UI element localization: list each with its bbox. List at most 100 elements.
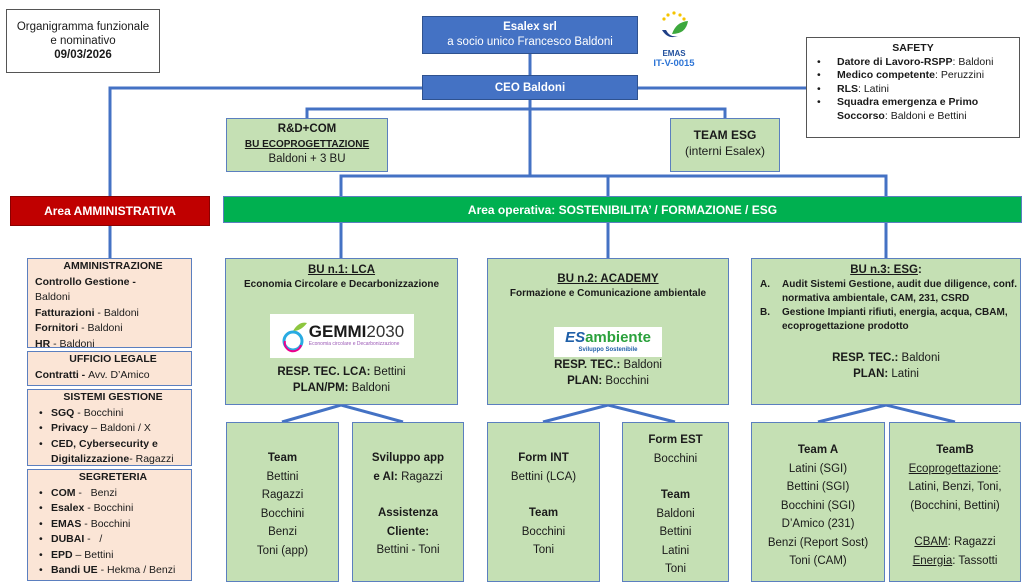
gemmi-year: 2030 [366,321,405,341]
bu3-scope-item: B.Gestione Impianti rifiuti, energia, ac… [760,307,1008,332]
bu3-title: BU n.3: ESG: [850,264,922,276]
rd-subtitle: BU ECOPROGETTAZIONE [244,139,370,150]
sistemi-gestione-box: SISTEMI GESTIONE SGQ - Bocchini Privacy … [27,389,192,466]
bu3-esg-box: BU n.3: ESG: A.Audit Sistemi Gestione, a… [751,258,1021,405]
bu1-title: BU n.1: LCA [307,264,376,276]
area-operativa-label: Area operativa: SOSTENIBILITA’ / FORMAZI… [467,203,778,217]
cbam-assignment: CBAM: Ragazzi [914,536,996,548]
gemmi2030-logo-icon: GEMMI2030 Economia circolare e Decarboni… [269,314,414,358]
esambiente-logo-icon: ESambiente Sviluppo Sostenibile [554,327,662,357]
safety-item: Squadra emergenza e Primo Soccorso: Bald… [813,96,1013,123]
sistemi-gestione-title: SISTEMI GESTIONE [63,391,163,403]
safety-item: RLS: Latini [813,83,1013,97]
team-member: Benzi (Report Sost) [767,536,869,549]
segreteria-item: EMAS - Bocchini [35,517,191,533]
team-title: Team [267,452,298,464]
admin-item: Controllo Gestione - Baldoni [35,275,136,304]
company-box: Esalex srl a socio unico Francesco Baldo… [422,16,638,54]
chart-title-line1: Organigramma funzionale [16,21,150,33]
assist-names: Bettini - Toni [376,544,440,556]
team-member: Bocchini [260,507,305,520]
segreteria-title: SEGRETERIA [78,471,148,483]
team-b-title: TeamB [936,444,974,456]
rd-com-box: R&D+COM BU ECOPROGETTAZIONE Baldoni + 3 … [226,118,388,172]
emas-badge: EMAS IT-V-0015 [644,10,704,69]
legale-item: Contratti - Avv. D’Amico [35,368,150,381]
team-member: Toni [532,544,555,556]
safety-item: Medico competente: Peruzzini [813,69,1013,83]
bu2-plan: PLAN: Bocchini [567,375,649,387]
team-esg-box: TEAM ESG (interni Esalex) [670,118,780,172]
team-member: Bettini [659,526,692,538]
bu2-form-int-box: Form INT Bettini (LCA) Team Bocchini Ton… [487,422,600,582]
admin-item: HR - Baldoni [35,337,95,350]
bu3-scope-item: A.Audit Sistemi Gestione, audit due dili… [760,279,1018,304]
sistemi-item: CED, Cybersecurity e Digitalizzazione- R… [35,437,191,468]
team-member: Bettini [266,470,299,483]
team-a-title: Team A [797,444,839,456]
esambiente-brand: ambiente [585,329,651,346]
form-int-lead: Bettini (LCA) [510,470,577,483]
area-amministrativa-bar: Area AMMINISTRATIVA [10,196,210,226]
company-name: Esalex srl [503,21,557,33]
safety-list: Datore di Lavoro-RSPP: Baldoni Medico co… [813,56,1013,124]
team-esg-subtitle: (interni Esalex) [684,144,766,158]
bu1-team-box: Team Bettini Ragazzi Bocchini Benzi Toni… [226,422,339,582]
team-member: Toni [664,563,687,575]
bu1-subtitle: Economia Circolare e Decarbonizzazione [243,279,440,290]
chart-date: 09/03/2026 [54,49,112,61]
rd-members: Baldoni + 3 BU [268,153,346,165]
bu1-dev-box: Sviluppo app e AI: Ragazzi Assistenza Cl… [352,422,464,582]
safety-item: Datore di Lavoro-RSPP: Baldoni [813,56,1013,70]
eco-label: Ecoprogettazione: [908,462,1002,475]
safety-box: SAFETY Datore di Lavoro-RSPP: Baldoni Me… [806,37,1020,138]
sistemi-item: SGQ - Bocchini [35,406,191,422]
team-member: Baldoni [656,507,695,520]
segreteria-list: COM - Benzi Esalex - Bocchini EMAS - Boc… [35,486,191,579]
admin-item: Fatturazioni - Baldoni [35,306,139,319]
sistemi-list: SGQ - Bocchini Privacy – Baldoni / X CED… [35,406,191,468]
energia-assignment: Energia: Tassotti [912,554,998,567]
team-member: D’Amico (231) [781,518,855,530]
amministrazione-box: AMMINISTRAZIONE Controllo Gestione - Bal… [27,258,192,350]
bu2-subtitle: Formazione e Comunicazione ambientale [509,288,707,299]
chart-title-box: Organigramma funzionale e nominativo 09/… [6,9,160,73]
team-member: Ragazzi [261,489,304,501]
assist-label-2: Cliente: [386,525,430,538]
sistemi-item: Privacy – Baldoni / X [35,421,191,437]
team-member: Latini [661,544,690,557]
esambiente-tagline: Sviluppo Sostenibile [578,347,638,353]
team-member: Benzi [268,526,297,538]
connector-bu2-teams [542,403,676,424]
form-est-title: Form EST [648,434,703,446]
emas-code: IT-V-0015 [653,58,695,69]
bu3-resp: RESP. TEC.: Baldoni [832,352,940,364]
form-est-lead: Bocchini [653,452,698,465]
amministrazione-title: AMMINISTRAZIONE [63,260,163,272]
eco-members: Latini, Benzi, Toni, [908,481,1002,493]
team-member: Bocchini [521,525,566,538]
area-operativa-bar: Area operativa: SOSTENIBILITA’ / FORMAZI… [223,196,1022,223]
team-member: Toni (CAM) [789,555,847,567]
segreteria-item: DUBAI - / [35,532,191,548]
connector-bu1-teams [281,403,404,424]
bu1-plan: PLAN/PM: Baldoni [292,382,391,394]
ufficio-legale-title: UFFICIO LEGALE [69,353,157,365]
connector-bu-bar [339,174,888,196]
dev-label: Sviluppo app [371,452,445,464]
ceo-label: CEO Baldoni [494,82,566,94]
team-member: Latini (SGI) [788,462,848,475]
connector-bu3-teams [817,403,956,424]
esambiente-prefix: ES [565,329,586,346]
emas-label: EMAS [662,49,686,58]
team-member: Bettini (SGI) [786,481,850,493]
bu2-title: BU n.2: ACADEMY [557,273,659,285]
bu1-resp: RESP. TEC. LCA: Bettini [277,366,406,378]
bu1-lca-box: BU n.1: LCA Economia Circolare e Decarbo… [225,258,458,405]
emas-logo-icon [662,11,688,38]
eco-members-2: (Bocchini, Bettini) [910,499,1000,512]
admin-item: Fornitori - Baldoni [35,322,123,334]
ceo-box: CEO Baldoni [422,75,638,100]
assist-label: Assistenza [377,507,439,519]
segreteria-item: Bandi UE - Hekma / Benzi [35,563,191,579]
